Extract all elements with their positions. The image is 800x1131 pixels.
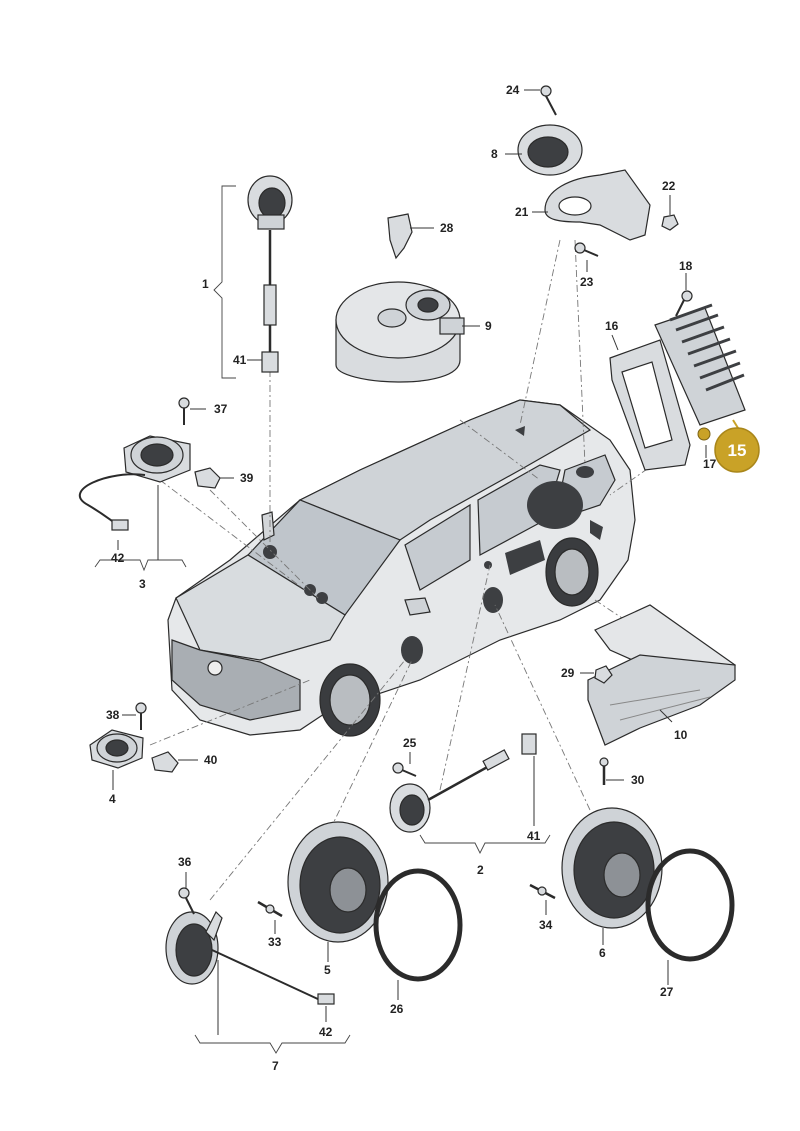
label-7: 7: [272, 1059, 279, 1073]
part-26-seal-ring[interactable]: [373, 868, 463, 982]
part-36-screw[interactable]: [178, 887, 195, 915]
label-42-bottom: 42: [319, 1025, 333, 1039]
part-24-screw[interactable]: [540, 85, 557, 116]
part-17-nut[interactable]: [697, 427, 711, 441]
label-24: 24: [506, 83, 520, 97]
label-9: 9: [485, 319, 492, 333]
label-17: 17: [703, 457, 717, 471]
part-38-screw[interactable]: [135, 702, 147, 730]
label-4: 4: [109, 792, 116, 806]
part-3-door-speaker-small[interactable]: [78, 435, 191, 531]
label-27: 27: [660, 985, 674, 999]
car-illustration: [167, 399, 636, 737]
part-33-rivet[interactable]: [257, 900, 283, 918]
label-33: 33: [268, 935, 282, 949]
label-6: 6: [599, 946, 606, 960]
label-16: 16: [605, 319, 619, 333]
part-10-control-unit[interactable]: [587, 604, 737, 746]
label-38: 38: [106, 708, 120, 722]
part-2-tweeter-with-cable[interactable]: [389, 733, 537, 833]
label-29: 29: [561, 666, 575, 680]
label-37: 37: [214, 402, 228, 416]
part-6-woofer[interactable]: [561, 807, 663, 929]
label-15: 15: [728, 441, 747, 460]
part-18-screw[interactable]: [675, 290, 693, 317]
part-7-speaker-with-cable[interactable]: [165, 910, 335, 1005]
label-23: 23: [580, 275, 594, 289]
part-34-rivet[interactable]: [529, 883, 556, 900]
part-21-bracket[interactable]: [544, 169, 651, 241]
label-34: 34: [539, 918, 553, 932]
label-5: 5: [324, 963, 331, 977]
label-28: 28: [440, 221, 454, 235]
part-25-screw[interactable]: [392, 762, 417, 777]
label-2: 2: [477, 863, 484, 877]
part-28-connector[interactable]: [387, 213, 413, 260]
label-10: 10: [674, 728, 688, 742]
part-labels: 24 8 21 22 23 18 16 17 28 9 1 41 37 39 4…: [106, 83, 717, 1073]
part-22-nut[interactable]: [661, 214, 679, 231]
label-40: 40: [204, 753, 218, 767]
part-4-speaker-small[interactable]: [89, 729, 144, 769]
part-5-woofer[interactable]: [287, 821, 389, 943]
label-30: 30: [631, 773, 645, 787]
part-1-tweeter-with-cable[interactable]: [247, 175, 293, 373]
label-26: 26: [390, 1002, 404, 1016]
label-3: 3: [139, 577, 146, 591]
part-23-screw[interactable]: [574, 242, 599, 257]
label-25: 25: [403, 736, 417, 750]
part-30-screw[interactable]: [599, 757, 609, 785]
part-8-speaker[interactable]: [517, 124, 583, 176]
highlight-callout-15[interactable]: 15: [714, 419, 760, 473]
label-18: 18: [679, 259, 693, 273]
part-39-clip[interactable]: [194, 467, 221, 489]
label-8: 8: [491, 147, 498, 161]
part-29-nut[interactable]: [594, 665, 613, 684]
label-1: 1: [202, 277, 209, 291]
label-42-left: 42: [111, 551, 125, 565]
part-16-amplifier-bracket[interactable]: [609, 339, 691, 471]
callout-leaders: [112, 89, 707, 1035]
label-41-bottom: 41: [527, 829, 541, 843]
part-15-amplifier[interactable]: [654, 303, 746, 426]
label-41-top: 41: [233, 353, 247, 367]
label-39: 39: [240, 471, 254, 485]
label-22: 22: [662, 179, 676, 193]
part-37-screw[interactable]: [178, 397, 190, 425]
part-40-clip[interactable]: [151, 751, 179, 773]
part-9-subwoofer[interactable]: [335, 281, 465, 383]
part-27-seal-ring[interactable]: [645, 848, 735, 962]
label-36: 36: [178, 855, 192, 869]
group-brackets: [94, 185, 551, 1054]
label-21: 21: [515, 205, 529, 219]
